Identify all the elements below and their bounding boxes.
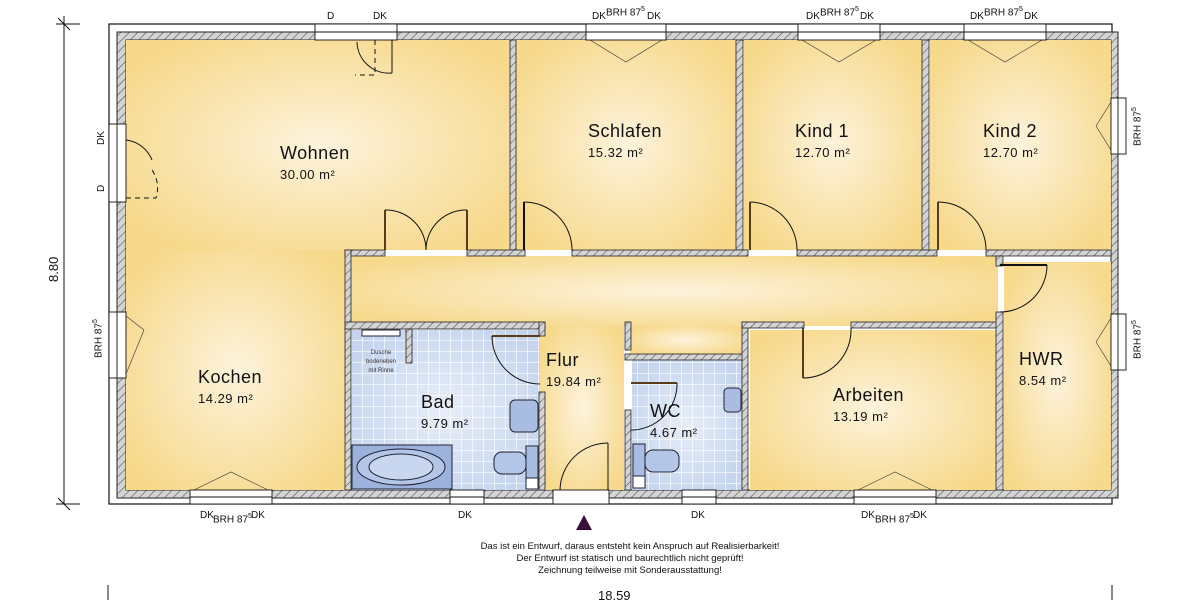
brh-sup: 5 (855, 6, 859, 13)
brh-value: BRH 87 (875, 514, 911, 526)
room-name: Arbeiten (833, 385, 905, 405)
brh-sup: 5 (1131, 107, 1138, 111)
brh-sup: 5 (1019, 6, 1023, 13)
room-hwr: HWR 8.54 m² (1019, 349, 1067, 388)
brh-value: BRH 87 (93, 322, 105, 358)
room-kind-2: Kind 2 12.70 m² (983, 121, 1038, 160)
mark-brh-right: BRH 875 (1131, 320, 1143, 359)
room-name: Kind 2 (983, 121, 1038, 141)
mark-dk: DK (200, 510, 214, 521)
mark-door-top: D (327, 11, 335, 22)
room-name: Kind 1 (795, 121, 850, 141)
sanitary-fixtures (351, 329, 742, 490)
mark-dk: DK (860, 11, 874, 22)
room-name: Bad (421, 392, 455, 412)
toilet-wc (644, 449, 680, 473)
brh-sup: 5 (910, 513, 914, 520)
mark-dk: DK (647, 11, 661, 22)
mark-brh: BRH 875 (875, 513, 914, 525)
room-name: WC (650, 401, 681, 421)
mark-dk: DK (806, 11, 820, 22)
toilet-bad (493, 451, 527, 475)
disclaimer-line: Der Entwurf ist statisch und baurechtlic… (516, 553, 744, 564)
room-kind-1: Kind 1 12.70 m² (795, 121, 850, 160)
dimension-width: 18.59 (598, 588, 631, 603)
room-name: HWR (1019, 349, 1064, 369)
brh-value: BRH 87 (213, 514, 249, 526)
mark-brh: BRH 875 (984, 6, 1023, 18)
mark-brh-right: BRH 875 (1131, 107, 1143, 146)
room-area: 14.29 m² (198, 391, 254, 406)
room-area: 4.67 m² (650, 425, 698, 440)
brh-value: BRH 87 (984, 7, 1020, 19)
room-area: 9.79 m² (421, 416, 469, 431)
room-flur: Flur 19.84 m² (546, 350, 601, 389)
room-kochen: Kochen 14.29 m² (198, 367, 262, 406)
mark-dk: DK (1024, 11, 1038, 22)
mark-dk: DK (251, 510, 265, 521)
room-area: 19.84 m² (546, 374, 602, 389)
disclaimer: Das ist ein Entwurf, daraus entsteht kei… (430, 541, 830, 577)
mark-dk-top: DK (373, 11, 387, 22)
brh-sup: 5 (248, 513, 252, 520)
entrance-marker (576, 515, 592, 530)
shower-drain (361, 329, 401, 337)
mark-dk: DK (970, 11, 984, 22)
room-area: 12.70 m² (795, 145, 851, 160)
windows (108, 23, 1127, 505)
mark-dk-left: DK (96, 131, 107, 145)
brh-value: BRH 87 (820, 7, 856, 19)
mark-dk: DK (913, 510, 927, 521)
room-area: 12.70 m² (983, 145, 1039, 160)
room-name: Kochen (198, 367, 263, 387)
brh-value: BRH 87 (606, 7, 642, 19)
mark-door-left: D (96, 184, 107, 192)
room-floors (126, 40, 1111, 490)
room-name: Flur (546, 350, 579, 370)
mark-brh-left: BRH 875 (92, 319, 104, 358)
disclaimer-line: Zeichnung teilweise mit Sonderausstattun… (538, 565, 722, 576)
dimension-lines (56, 16, 1113, 600)
mark-brh: BRH 875 (820, 6, 859, 18)
room-area: 15.32 m² (588, 145, 644, 160)
room-wc: WC 4.67 m² (650, 401, 698, 440)
washbasin-bad (509, 399, 539, 433)
washbasin-wc (723, 387, 742, 413)
mark-dk: DK (861, 510, 875, 521)
room-arbeiten: Arbeiten 13.19 m² (833, 385, 904, 424)
brh-value: BRH 87 (1132, 110, 1144, 146)
shower-note-line: mit Rinne (368, 368, 394, 374)
interior-walls (344, 39, 1112, 491)
room-area: 30.00 m² (280, 167, 336, 182)
window-sashes (125, 39, 1112, 491)
shower-note-line: Dusche (370, 350, 392, 356)
disclaimer-line: Das ist ein Entwurf, daraus entsteht kei… (480, 541, 780, 552)
room-schlafen: Schlafen 15.32 m² (588, 121, 662, 160)
brh-sup: 5 (92, 319, 99, 323)
mark-brh: BRH 875 (606, 6, 645, 18)
room-name: Wohnen (280, 143, 350, 163)
mark-dk: DK (592, 11, 606, 22)
mark-dk: DK (691, 510, 705, 521)
room-bad: Bad 9.79 m² (421, 392, 469, 431)
brh-sup: 5 (641, 6, 645, 13)
shower-note-line: bodeneben (365, 359, 397, 365)
dimension-depth: 8.80 (46, 256, 61, 282)
room-name: Schlafen (588, 121, 663, 141)
brh-value: BRH 87 (1132, 323, 1144, 359)
room-area: 13.19 m² (833, 409, 889, 424)
room-area: 8.54 m² (1019, 373, 1067, 388)
mark-dk: DK (458, 510, 472, 521)
shower-note: Dusche bodeneben mit Rinne (356, 349, 406, 376)
mark-brh: BRH 875 (213, 513, 252, 525)
brh-sup: 5 (1131, 320, 1138, 324)
room-wohnen: Wohnen 30.00 m² (280, 143, 350, 182)
doors (125, 40, 1048, 491)
